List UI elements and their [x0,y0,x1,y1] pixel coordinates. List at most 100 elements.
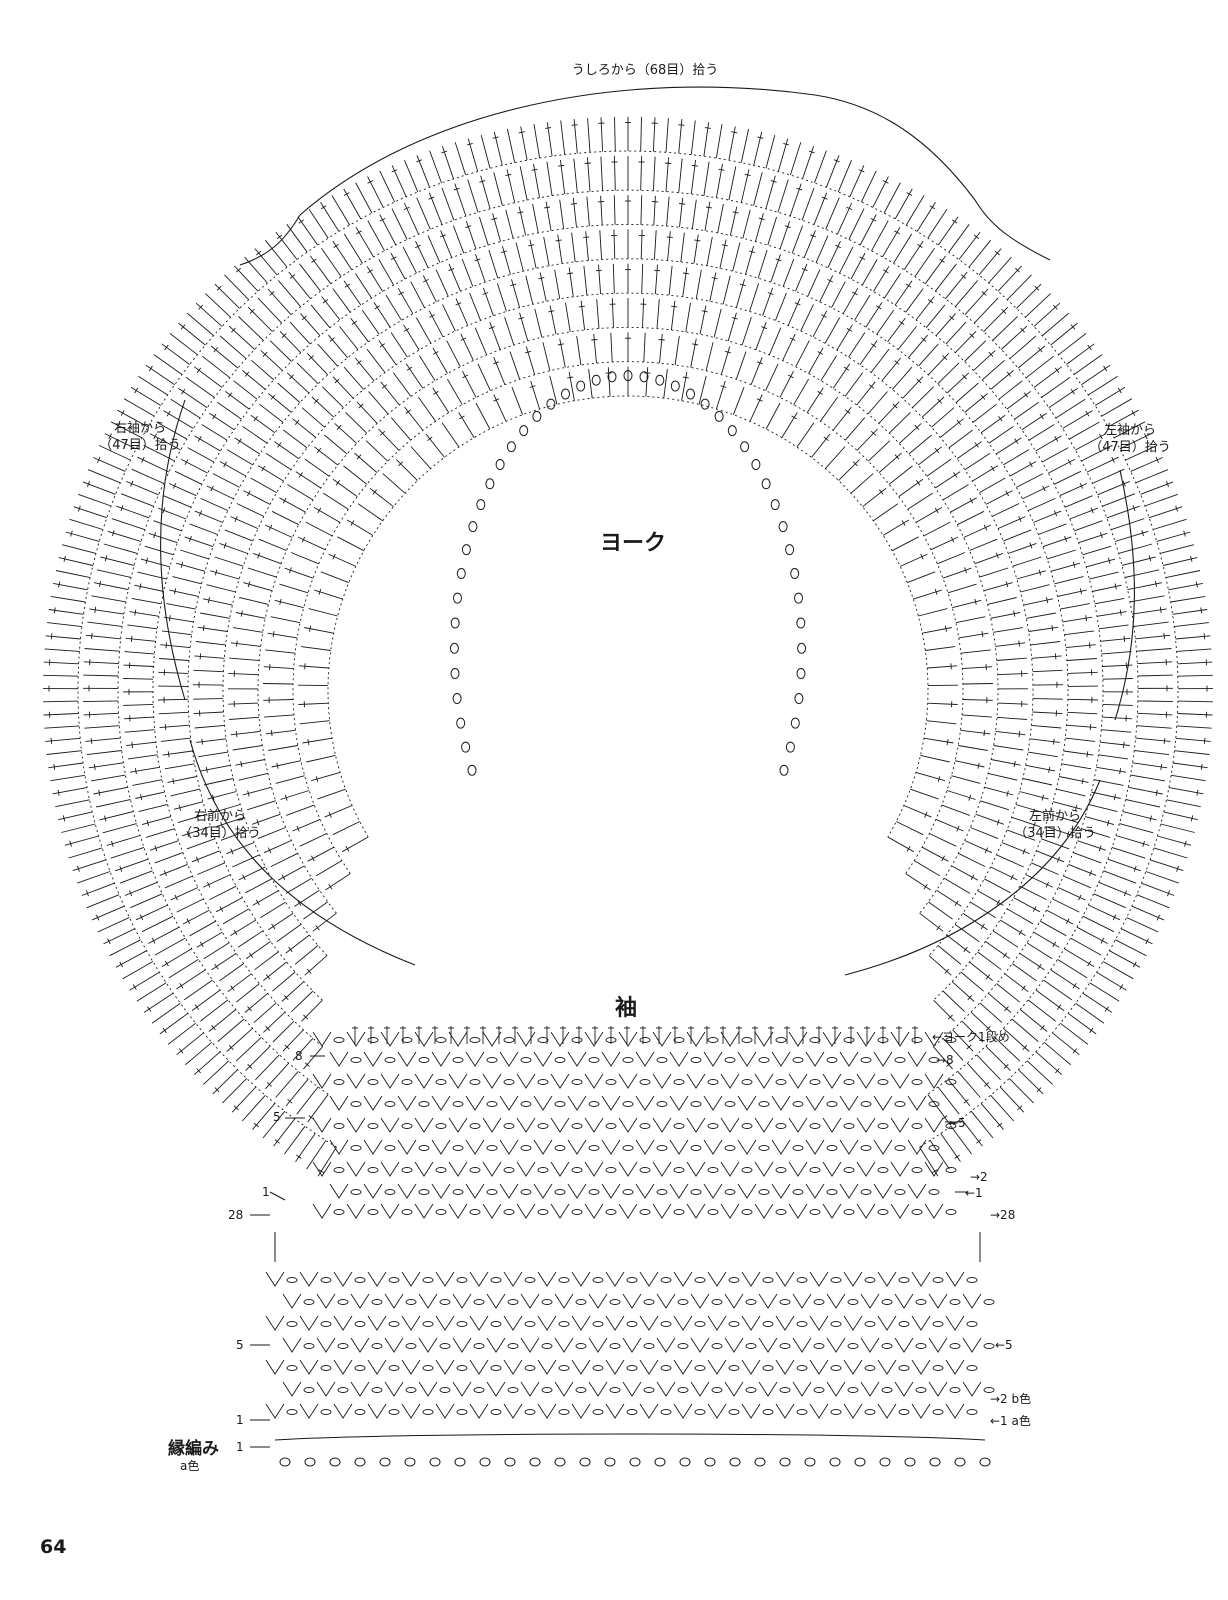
yoke-stitch-crossbar [985,974,991,980]
yoke-stitch-tick [1125,444,1158,461]
yoke-stitch-tick [98,444,131,461]
yoke-stitch-tick [69,518,104,530]
yoke-picot-loop [453,592,462,604]
yoke-stitch-tick [311,771,341,782]
yoke-stitch-crossbar [1113,794,1116,801]
yoke-stitch-crossbar [271,923,276,930]
yoke-stitch-tick [205,293,232,318]
yoke-stitch-tick [1084,816,1115,826]
yoke-stitch-tick [391,208,408,240]
yoke-stitch-crossbar [186,830,190,837]
sleeve-chain-stitch [796,1365,808,1371]
sleeve-v-stitch [703,1139,723,1155]
sleeve-chain-stitch [656,1145,668,1151]
yoke-stitch-tick [286,372,310,394]
yoke-stitch-tick [124,729,155,733]
sleeve-v-stitch [924,1161,944,1177]
yoke-picot-loop [467,764,477,776]
yoke-stitch-crossbar [372,489,377,495]
yoke-stitch-tick [613,229,616,260]
yoke-stitch-tick [957,1071,981,1098]
yoke-stitch-tick [176,969,206,990]
yoke-stitch-crossbar [1039,413,1044,420]
yoke-stitch-crossbar [172,483,177,489]
sleeve-chain-stitch [792,1189,804,1195]
yoke-stitch-crossbar [140,794,143,801]
sleeve-chain-stitch [333,1037,345,1043]
sleeve-chain-stitch [864,1321,876,1327]
yoke-stitch-tick [257,465,284,482]
yoke-stitch-tick [378,259,395,286]
yoke-stitch-tick [1040,838,1070,850]
yoke-stitch-crossbar [1175,505,1179,512]
yoke-stitch-crossbar [694,239,701,242]
yoke-stitch-crossbar [953,472,958,478]
yoke-stitch-crossbar [960,274,967,279]
yoke-stitch-crossbar [852,461,858,467]
yoke-stitch-tick [678,119,683,154]
yoke-stitch-tick [97,917,130,933]
yoke-stitch-crossbar [269,291,275,296]
sleeve-v-stitch [809,1359,829,1375]
yoke-stitch-tick [141,915,174,933]
sleeve-v-stitch [299,1315,319,1331]
sleeve-chain-stitch [333,1123,345,1129]
yoke-stitch-tick [956,441,982,460]
yoke-stitch-crossbar [691,165,698,167]
sleeve-chain-stitch [371,1299,383,1305]
yoke-stitch-tick [263,840,292,854]
yoke-stitch-tick [1008,542,1037,554]
yoke-stitch-crossbar [1072,561,1076,568]
yoke-stitch-tick [1068,421,1100,440]
edging-picot-loop [329,1457,341,1467]
yoke-stitch-crossbar [748,250,755,254]
sleeve-v-stitch [448,1117,468,1133]
yoke-stitch-tick [984,786,1014,796]
yoke-stitch-tick [96,569,132,578]
yoke-stitch-tick [1030,641,1061,646]
yoke-stitch-tick [416,197,431,230]
yoke-stitch-crossbar [883,269,889,274]
yoke-stitch-tick [299,720,330,725]
sleeve-v-stitch [333,1359,353,1375]
sleeve-chain-stitch [405,1299,417,1305]
sleeve-v-stitch [516,1031,536,1047]
sleeve-v-stitch [265,1403,285,1419]
yoke-stitch-tick [990,1094,1015,1122]
yoke-stitch-tick [86,750,122,756]
yoke-stitch-tick [921,846,949,862]
yoke-stitch-tick [614,116,616,152]
yoke-stitch-crossbar [181,388,186,395]
yoke-stitch-tick [347,519,374,536]
yoke-picot-loop [450,668,460,679]
yoke-stitch-crossbar [1052,941,1057,948]
yoke-stitch-crossbar [1149,815,1152,822]
sleeve-v-stitch [486,1337,506,1353]
sleeve-chain-stitch [813,1299,825,1305]
yoke-stitch-crossbar [104,555,108,562]
sleeve-v-stitch [465,1051,485,1067]
yoke-stitch-crossbar [130,635,133,642]
sleeve-chain-stitch [945,1123,957,1129]
yoke-stitch-crossbar [329,337,335,342]
yoke-stitch-tick [640,229,643,260]
sleeve-v-stitch [520,1337,540,1353]
yoke-stitch-tick [1046,909,1074,925]
yoke-stitch-crossbar [53,607,56,614]
yoke-stitch-crossbar [988,351,994,357]
yoke-stitch-tick [1042,312,1070,336]
yoke-stitch-crossbar [983,730,986,737]
yoke-stitch-tick [284,1126,306,1155]
sleeve-v-stitch [452,1337,472,1353]
yoke-stitch-crossbar [151,937,156,944]
yoke-stitch-tick [68,847,103,859]
yoke-stitch-tick [999,1086,1025,1113]
sleeve-v-stitch [282,1293,302,1309]
yoke-round-base-arc [222,292,1034,956]
yoke-stitch-tick [929,1140,950,1170]
yoke-stitch-tick [1077,840,1106,851]
yoke-stitch-tick [1001,842,1030,855]
yoke-stitch-tick [203,874,231,888]
sleeve-chain-stitch [435,1079,447,1085]
yoke-stitch-tick [765,402,781,430]
